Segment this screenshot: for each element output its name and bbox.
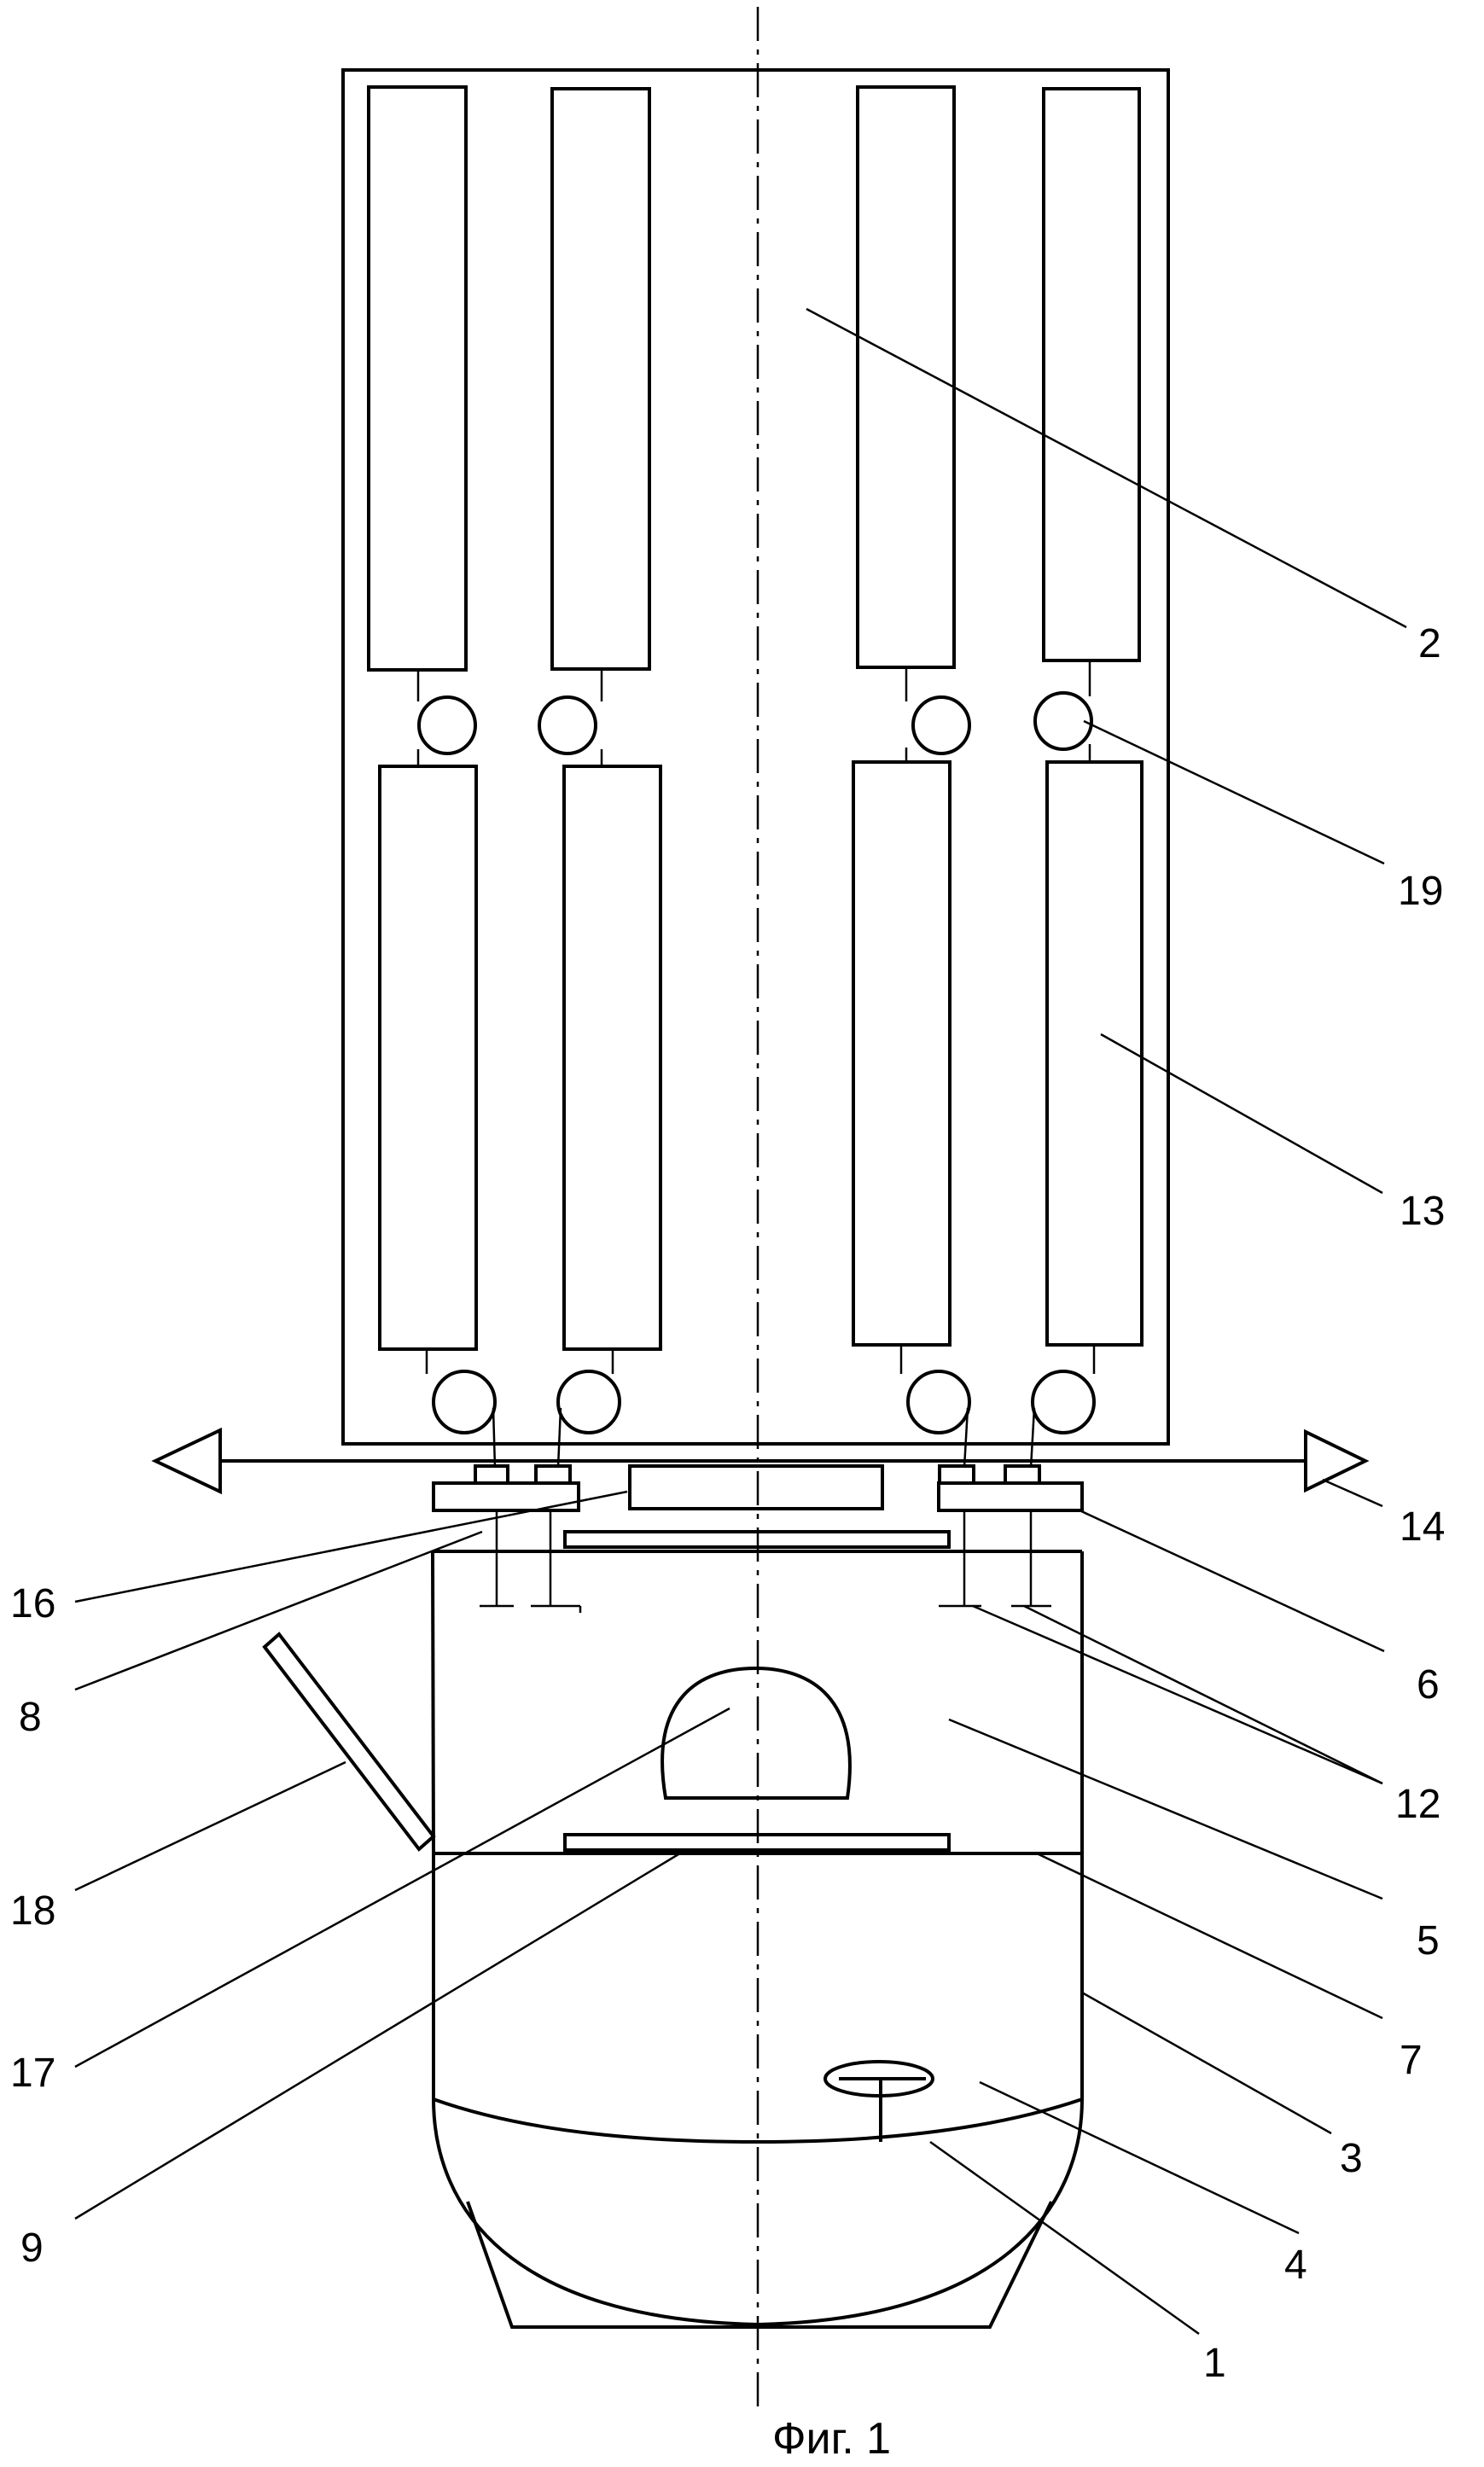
label-12: 12 — [1395, 1782, 1440, 1827]
label-5: 5 — [1417, 1918, 1440, 1964]
label-9: 9 — [20, 2226, 44, 2271]
figure-caption: Фиг. 1 — [772, 2414, 891, 2464]
label-13: 13 — [1400, 1189, 1445, 1234]
hinge-connectors — [418, 660, 1090, 766]
central-block — [630, 1466, 882, 1509]
label-7: 7 — [1400, 2038, 1423, 2083]
label-14: 14 — [1400, 1504, 1445, 1550]
label-18: 18 — [10, 1888, 55, 1934]
deploy-axis — [155, 1430, 1365, 1492]
hinge-rollers-bottom — [427, 1345, 1094, 1468]
label-19: 19 — [1398, 869, 1443, 914]
label-3: 3 — [1340, 2136, 1363, 2181]
panel-cells-upper — [369, 87, 1139, 670]
leader-lines — [75, 309, 1406, 2334]
label-6: 6 — [1417, 1662, 1440, 1708]
panel-cells-lower — [380, 762, 1142, 1349]
service-module — [433, 1532, 1082, 1853]
supports — [480, 1510, 1051, 1613]
label-1: 1 — [1203, 2341, 1226, 2386]
label-17: 17 — [10, 2051, 55, 2096]
reference-labels: 2 19 13 14 6 12 5 7 3 4 1 16 8 18 17 9 — [10, 621, 1445, 2386]
dome — [662, 1668, 850, 1798]
label-4: 4 — [1284, 2243, 1307, 2288]
valve — [825, 2062, 933, 2142]
label-2: 2 — [1418, 621, 1441, 666]
label-16: 16 — [10, 1581, 55, 1626]
antenna-boom — [265, 1634, 434, 1849]
hinge-rollers-middle — [419, 693, 1091, 753]
label-8: 8 — [19, 1695, 42, 1740]
